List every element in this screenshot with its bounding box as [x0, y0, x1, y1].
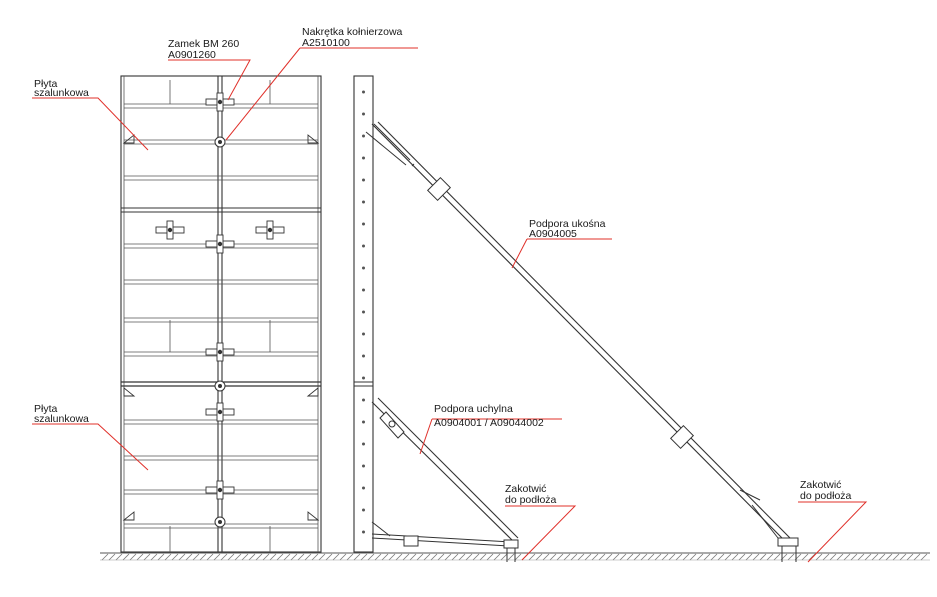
label-zakotwic-right: Zakotwić do podłoża	[800, 479, 852, 502]
panel-side-view	[353, 75, 374, 553]
svg-text:Podpora uchylna: Podpora uchylna	[434, 403, 513, 415]
clamp-icon	[155, 92, 285, 528]
tilt-prop	[371, 397, 519, 562]
leader-lines	[32, 47, 868, 563]
label-plyta-top: Płyta szalunkowa	[34, 78, 89, 99]
svg-text:do podłoża: do podłoża	[505, 494, 557, 506]
svg-text:Podpora ukośna: Podpora ukośna	[529, 218, 606, 230]
label-plyta-bottom: Płyta szalunkowa	[34, 403, 89, 425]
label-podpora-ukosna: Podpora ukośna A0904005	[529, 218, 606, 240]
formwork-panels	[120, 75, 322, 553]
svg-text:Płyta: Płyta	[34, 403, 58, 415]
svg-text:do podłoża: do podłoża	[800, 490, 852, 502]
label-podpora-uchylna: Podpora uchylna A0904001 / A09044002	[434, 403, 544, 429]
svg-text:szalunkowa: szalunkowa	[34, 87, 89, 99]
svg-text:Płyta: Płyta	[34, 78, 58, 90]
diagonal-prop	[365, 121, 799, 562]
svg-text:Zakotwić: Zakotwić	[800, 479, 841, 491]
svg-text:Zakotwić: Zakotwić	[505, 483, 546, 495]
svg-text:szalunkowa: szalunkowa	[34, 413, 89, 425]
svg-text:A0901260: A0901260	[168, 49, 216, 61]
label-nakretka: Nakrętka kołnierzowa A2510100	[302, 26, 403, 49]
label-zamek: Zamek BM 260 A0901260	[168, 38, 239, 61]
svg-text:A0904001 / A09044002: A0904001 / A09044002	[434, 417, 544, 429]
svg-text:A0904005: A0904005	[529, 228, 577, 240]
label-zakotwic-left: Zakotwić do podłoża	[505, 483, 557, 506]
svg-text:Zamek BM 260: Zamek BM 260	[168, 38, 239, 50]
svg-text:Nakrętka kołnierzowa: Nakrętka kołnierzowa	[302, 26, 403, 38]
svg-text:A2510100: A2510100	[302, 37, 350, 49]
